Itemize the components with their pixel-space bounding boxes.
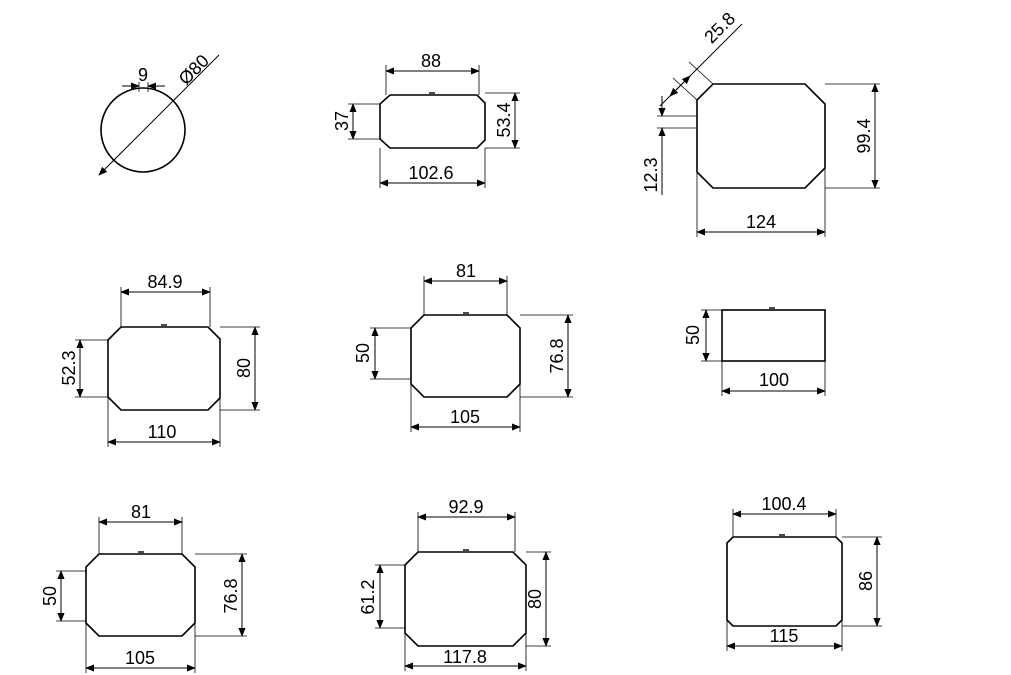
- circle-outline: [100, 87, 186, 173]
- part-2-outline: [696, 83, 826, 189]
- part-1-bottom-label: 102.6: [408, 163, 453, 183]
- part-7-right-label: 80: [525, 589, 545, 609]
- part-3-right-label: 80: [234, 358, 254, 378]
- part-2-bottom-label: 124: [746, 212, 776, 232]
- part-2-chamfer-label: 25.8: [700, 8, 739, 47]
- part-8: 100.4 86 115: [726, 494, 882, 651]
- part-6-outline: [85, 553, 196, 637]
- part-8-outline: [726, 536, 843, 627]
- circle-diameter-label: Ø80: [175, 51, 213, 89]
- part-4: 81 50 76.8 105: [353, 261, 573, 432]
- part-3-left-label: 52.3: [59, 350, 79, 385]
- diameter-leader: [98, 54, 220, 176]
- part-5: 50 100: [683, 307, 826, 396]
- part-4-right-label: 76.8: [547, 338, 567, 373]
- part-3-bottom-label: 110: [148, 422, 177, 442]
- part-7-outline: [404, 551, 527, 647]
- part-1-right-label: 53.4: [494, 102, 514, 137]
- part-8-right-label: 86: [856, 571, 876, 591]
- part-1-left-label: 37: [332, 111, 352, 131]
- part-6-right-label: 76.8: [221, 578, 241, 613]
- part-4-top-label: 81: [456, 261, 476, 281]
- part-1: 88 102.6 37 53.4: [332, 51, 520, 188]
- part-6: 81 50 76.8 105: [40, 502, 247, 673]
- part-3-outline: [107, 326, 221, 411]
- circle-width-label: 9: [138, 65, 148, 85]
- part-1-top-label: 88: [421, 51, 441, 71]
- part-3-top-label: 84.9: [147, 272, 182, 292]
- part-4-left-label: 50: [353, 343, 373, 363]
- part-2-right-label: 99.4: [854, 118, 874, 153]
- part-7-top-label: 92.9: [448, 497, 483, 517]
- part-8-top-label: 100.4: [761, 494, 806, 514]
- part-3: 84.9 52.3 80 110: [59, 272, 260, 447]
- part-2: 25.8 12.3 99.4 124: [641, 8, 880, 237]
- part-1-outline: [379, 94, 486, 149]
- part-4-outline: [410, 314, 521, 398]
- part-6-top-label: 81: [131, 502, 151, 522]
- part-5-outline: [721, 309, 826, 362]
- part-4-bottom-label: 105: [450, 407, 480, 427]
- part-6-left-label: 50: [40, 586, 60, 606]
- part-5-left-label: 50: [683, 325, 703, 345]
- circle-part: 9 Ø80: [98, 51, 220, 176]
- part-7-bottom-label: 117.8: [443, 647, 487, 667]
- part-5-bottom-label: 100: [759, 370, 789, 390]
- part-8-bottom-label: 115: [770, 626, 799, 646]
- part-2-left-label: 12.3: [641, 157, 661, 192]
- part-7: 92.9 61.2 80 117.8: [358, 497, 551, 671]
- part-2-chamfer-dim: [669, 75, 691, 97]
- part-7-left-label: 61.2: [358, 579, 378, 614]
- part-6-bottom-label: 105: [125, 648, 155, 668]
